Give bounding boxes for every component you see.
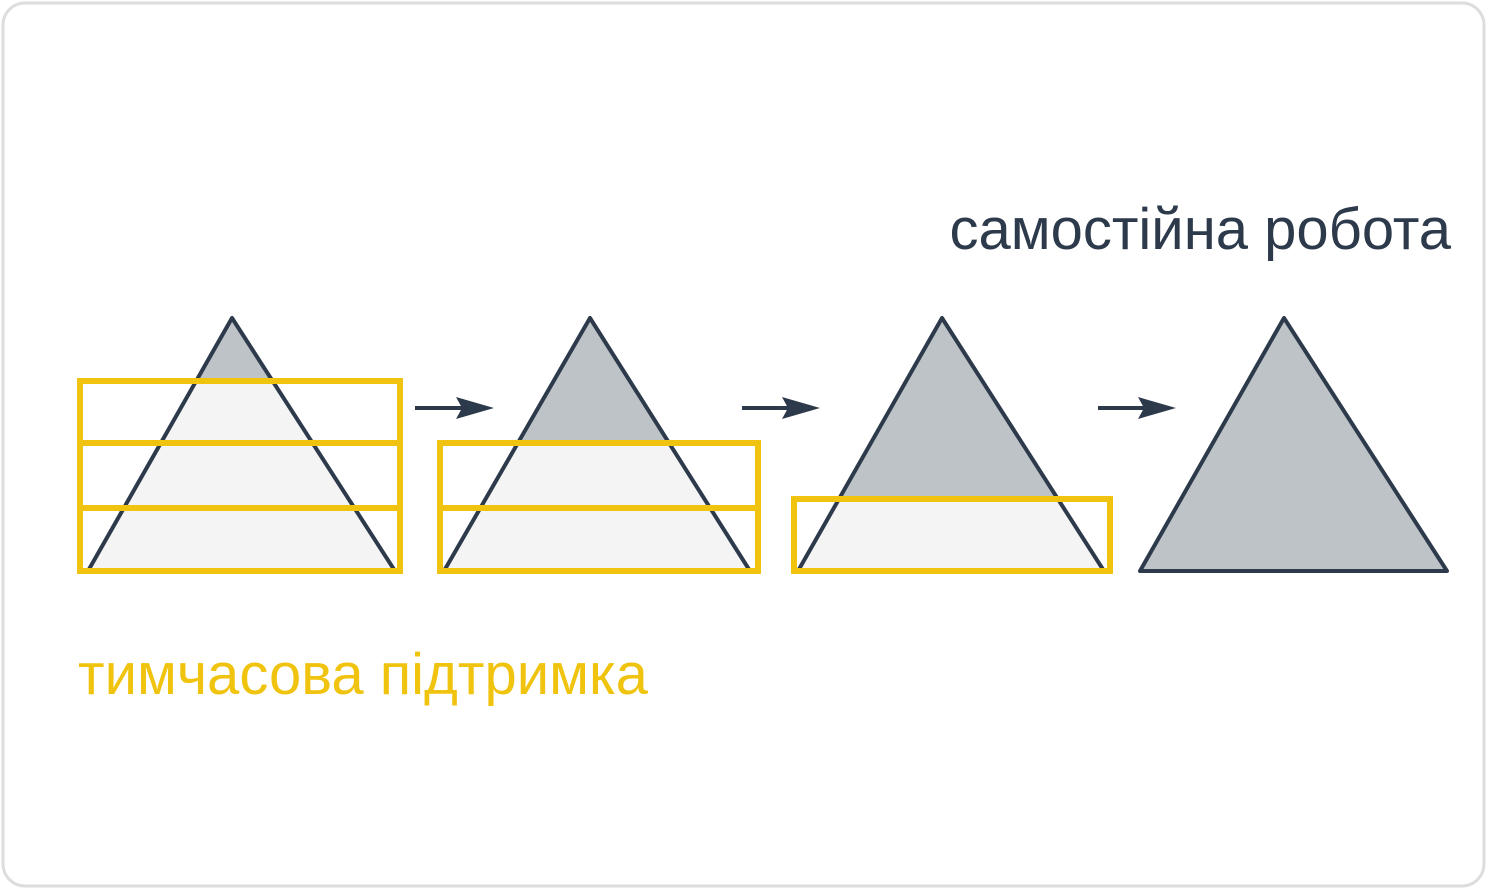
independent-work-label: самостійна робота (949, 197, 1451, 262)
stage-2 (437, 316, 761, 574)
arrow-3 (1098, 397, 1176, 419)
stage-1-support-layer-3 (77, 505, 403, 574)
arrow-1-head (456, 397, 494, 419)
arrow-3-head (1138, 397, 1176, 419)
stage-3-support-layer-1 (791, 496, 1113, 574)
arrow-2-head (782, 397, 820, 419)
temporary-support-label: тимчасова підтримка (78, 642, 648, 707)
stage-4-triangle (1138, 316, 1449, 573)
stage-3 (791, 316, 1113, 574)
stage-4 (1138, 316, 1449, 573)
stage-2-support-layer-2 (437, 505, 761, 574)
arrow-1 (415, 397, 494, 419)
arrow-2 (742, 397, 820, 419)
stage-3-supported-area (798, 499, 1104, 571)
